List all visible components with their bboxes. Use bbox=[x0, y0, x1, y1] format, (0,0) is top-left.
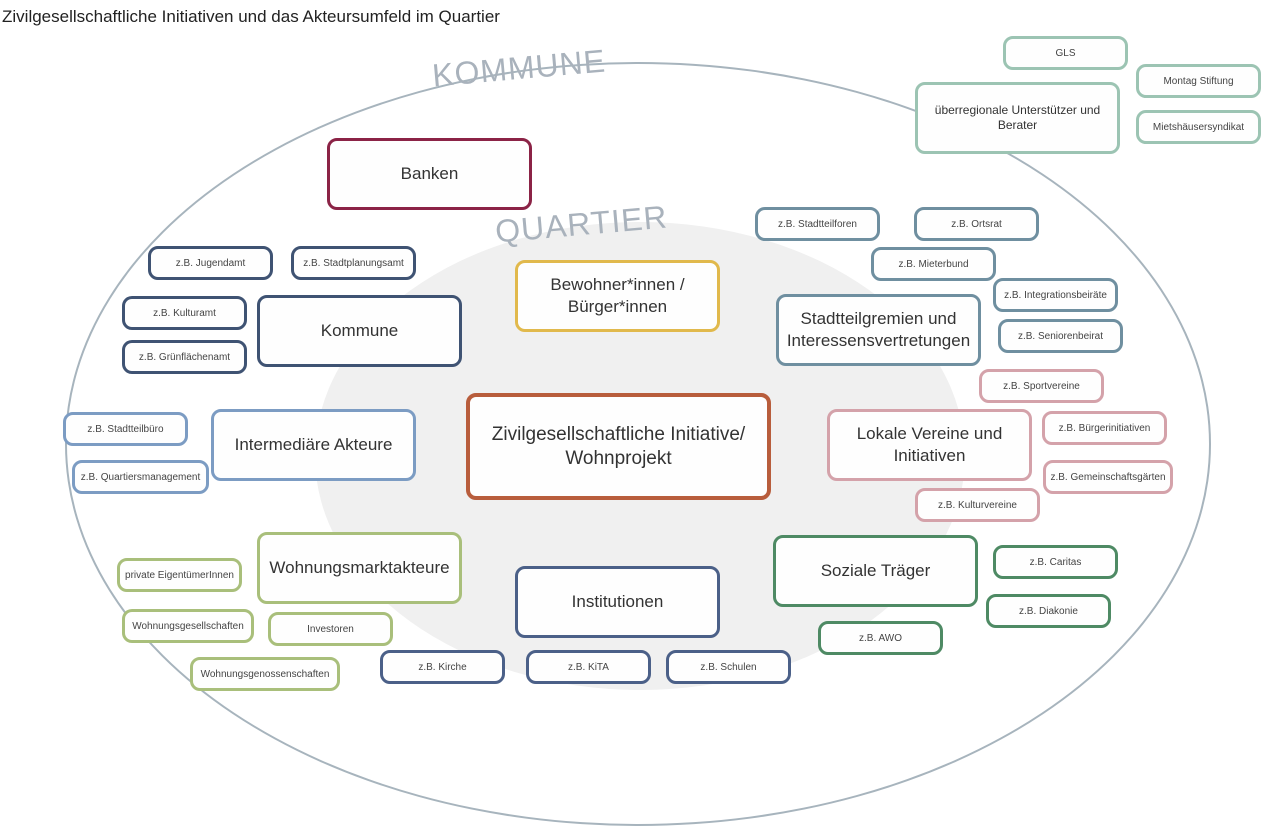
node-ueberregionale-unterstuetzer: überregionale Unterstützer und Berater bbox=[915, 82, 1120, 154]
node-awo: z.B. AWO bbox=[818, 621, 943, 655]
node-investoren: Investoren bbox=[268, 612, 393, 646]
node-diakonie: z.B. Diakonie bbox=[986, 594, 1111, 628]
node-stadtteilgremien: Stadtteilgremien und Interessensvertretu… bbox=[776, 294, 981, 366]
node-wohnungsgenossenschaften: Wohnungsgenossenschaften bbox=[190, 657, 340, 691]
node-integrationsbeiraete: z.B. Integrationsbeiräte bbox=[993, 278, 1118, 312]
node-intermediaere-akteure: Intermediäre Akteure bbox=[211, 409, 416, 481]
node-mietshaeusersyndikat: Mietshäusersyndikat bbox=[1136, 110, 1261, 144]
node-ortsrat: z.B. Ortsrat bbox=[914, 207, 1039, 241]
diagram-title: Zivilgesellschaftliche Initiativen und d… bbox=[2, 7, 500, 26]
node-kulturvereine: z.B. Kulturvereine bbox=[915, 488, 1040, 522]
node-lokale-vereine: Lokale Vereine und Initiativen bbox=[827, 409, 1032, 481]
node-gemeinschaftsgaerten: z.B. Gemeinschaftsgärten bbox=[1043, 460, 1173, 494]
node-gls: GLS bbox=[1003, 36, 1128, 70]
node-buergerinitiativen: z.B. Bürgerinitiativen bbox=[1042, 411, 1167, 445]
node-caritas: z.B. Caritas bbox=[993, 545, 1118, 579]
node-soziale-traeger: Soziale Träger bbox=[773, 535, 978, 607]
node-kommune: Kommune bbox=[257, 295, 462, 367]
node-institutionen: Institutionen bbox=[515, 566, 720, 638]
node-wohnungsgesellschaften: Wohnungsgesellschaften bbox=[122, 609, 254, 643]
node-kulturamt: z.B. Kulturamt bbox=[122, 296, 247, 330]
node-mieterbund: z.B. Mieterbund bbox=[871, 247, 996, 281]
node-zivilgesellschaftliche-initiative: Zivilgesellschaftliche Initiative/ Wohnp… bbox=[466, 393, 771, 500]
node-quartiersmanagement: z.B. Quartiersmanagement bbox=[72, 460, 209, 494]
node-montag-stiftung: Montag Stiftung bbox=[1136, 64, 1261, 98]
node-stadtteilbuero: z.B. Stadtteilbüro bbox=[63, 412, 188, 446]
node-kirche: z.B. Kirche bbox=[380, 650, 505, 684]
node-private-eigentuemer: private EigentümerInnen bbox=[117, 558, 242, 592]
node-schulen: z.B. Schulen bbox=[666, 650, 791, 684]
node-stadtteilforen: z.B. Stadtteilforen bbox=[755, 207, 880, 241]
node-stadtplanungsamt: z.B. Stadtplanungsamt bbox=[291, 246, 416, 280]
node-gruenflaechenamt: z.B. Grünflächenamt bbox=[122, 340, 247, 374]
node-sportvereine: z.B. Sportvereine bbox=[979, 369, 1104, 403]
node-bewohner: Bewohner*innen / Bürger*innen bbox=[515, 260, 720, 332]
node-seniorenbeirat: z.B. Seniorenbeirat bbox=[998, 319, 1123, 353]
node-banken: Banken bbox=[327, 138, 532, 210]
node-wohnungsmarktakteure: Wohnungsmarktakteure bbox=[257, 532, 462, 604]
node-jugendamt: z.B. Jugendamt bbox=[148, 246, 273, 280]
node-kita: z.B. KiTA bbox=[526, 650, 651, 684]
